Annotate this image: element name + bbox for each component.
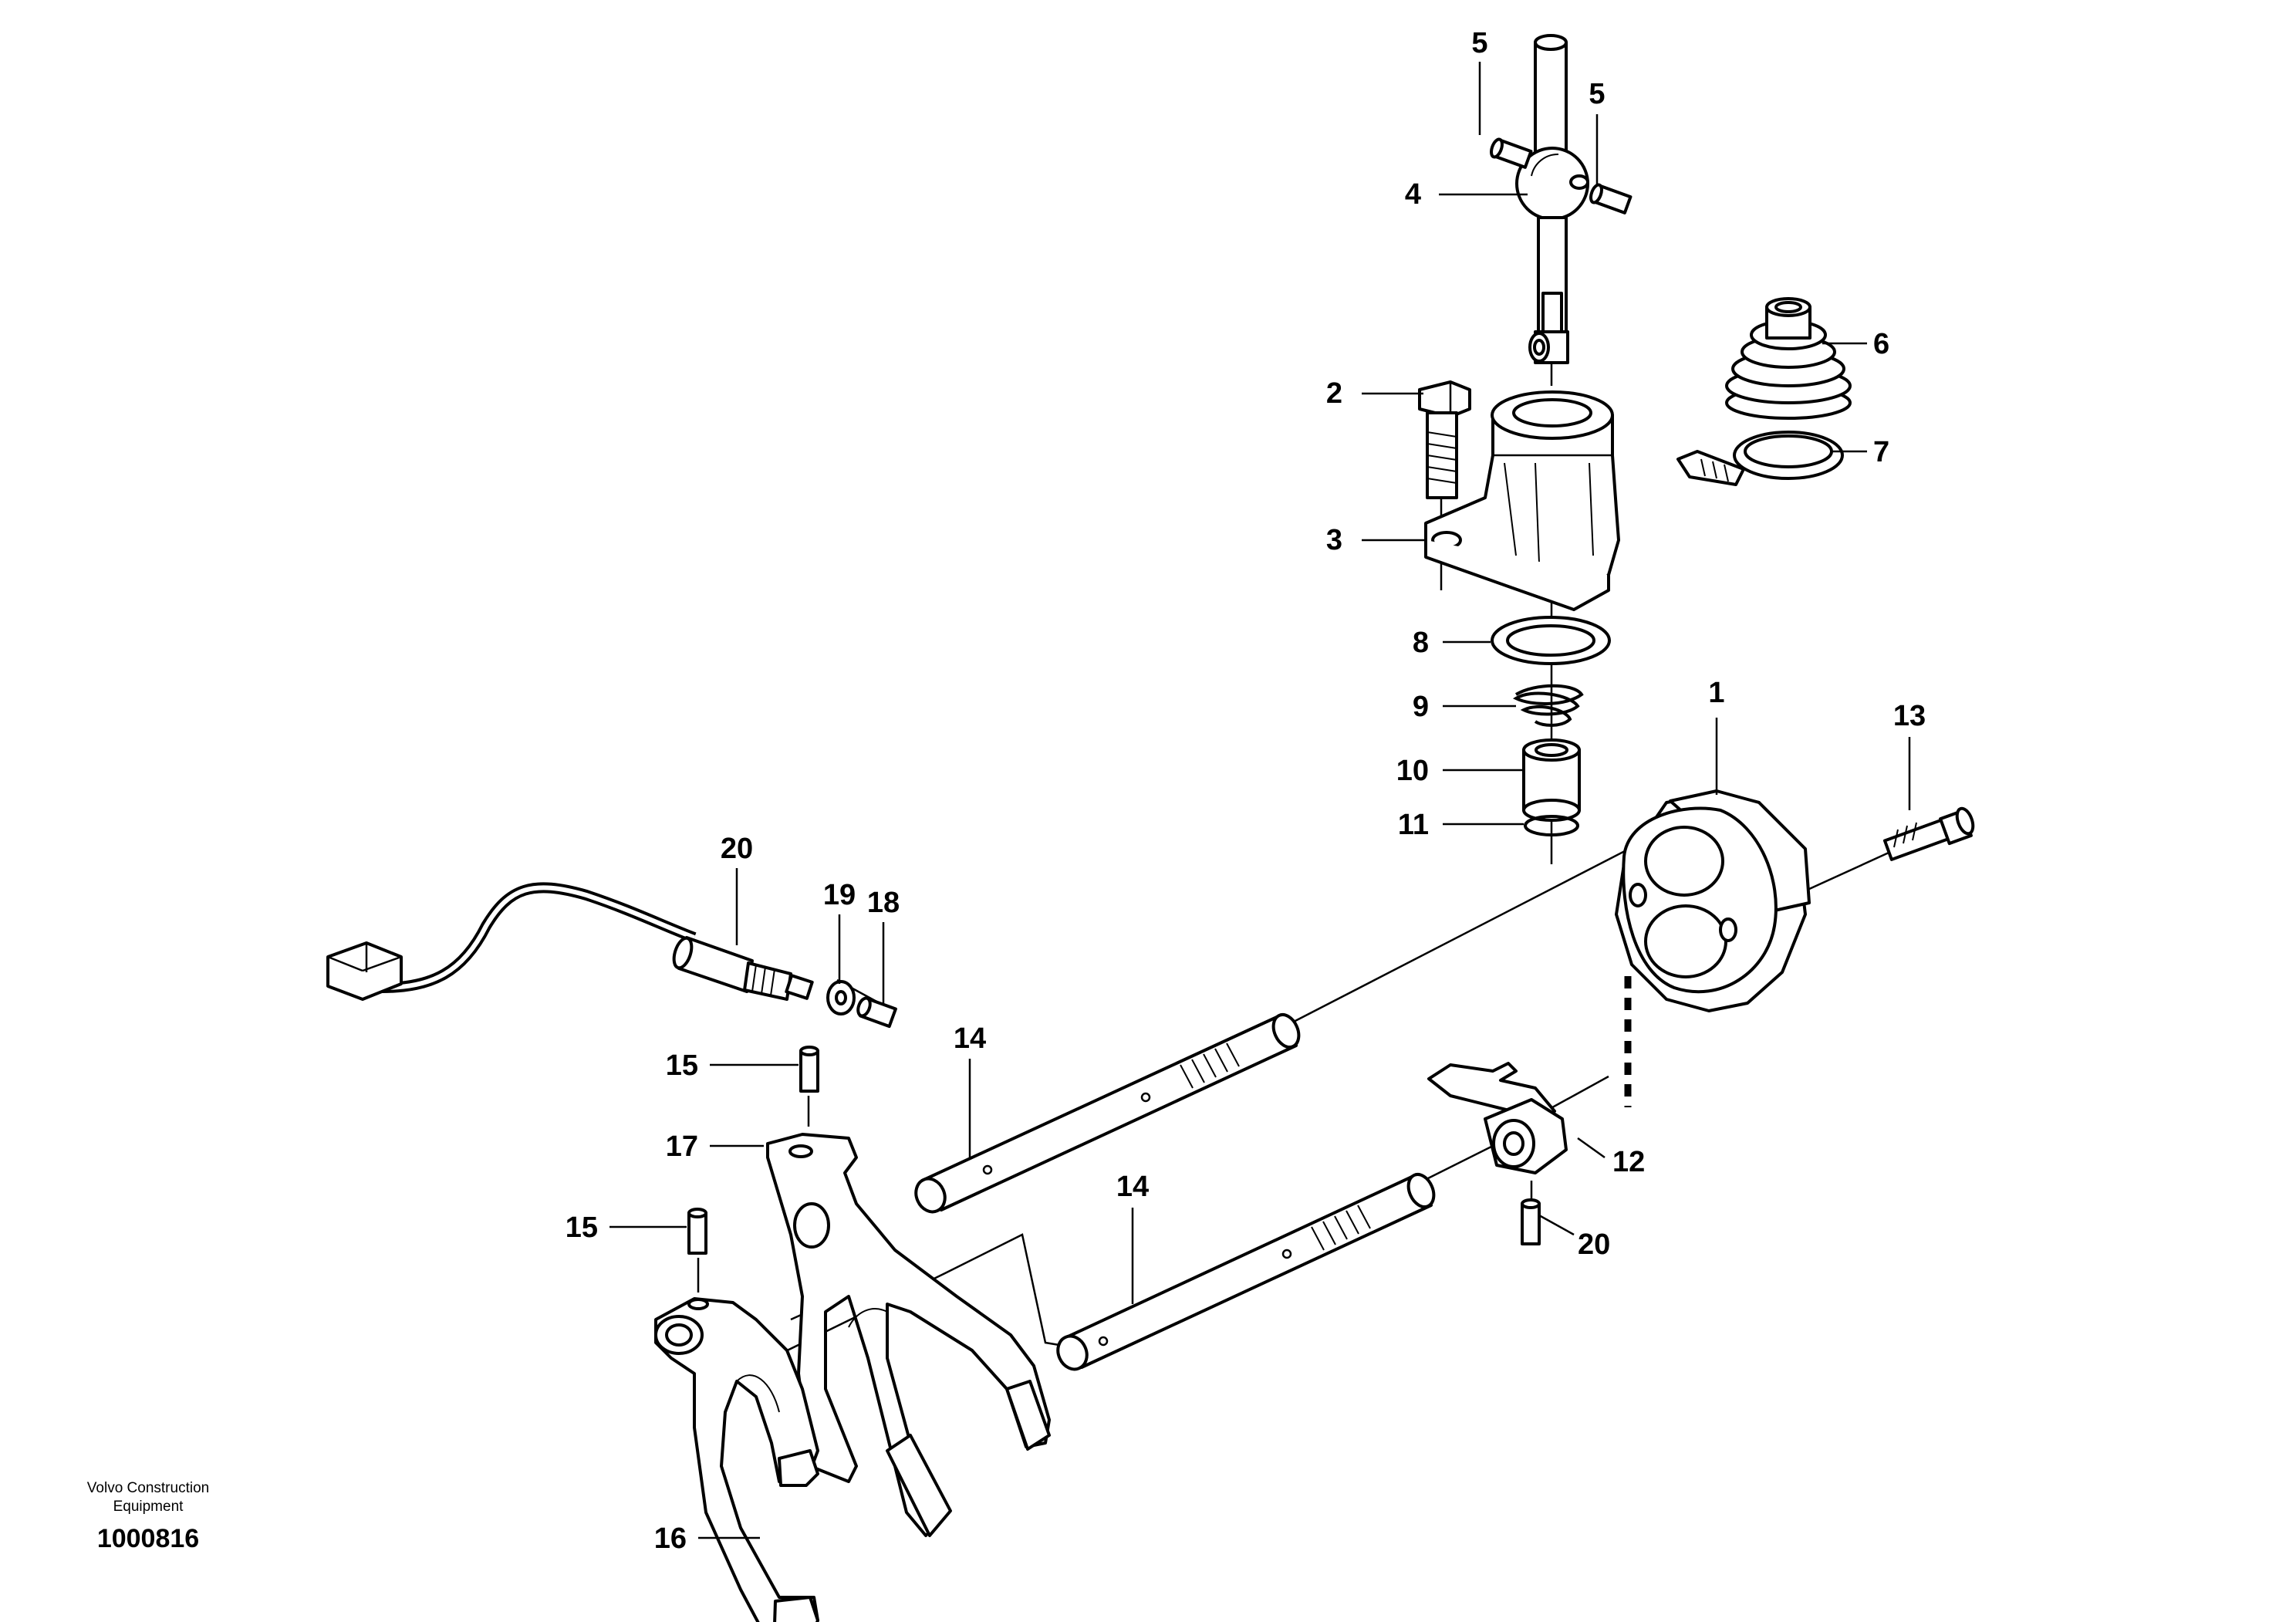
hose-clamp bbox=[1676, 431, 1844, 486]
callout-14-lower: 14 bbox=[1116, 1171, 1149, 1203]
drawing-number: 1000816 bbox=[97, 1524, 199, 1553]
selector-arm bbox=[1427, 1062, 1568, 1174]
callout-7: 7 bbox=[1873, 436, 1889, 468]
callout-leaders bbox=[609, 62, 1911, 1539]
footer-block: Volvo Construction Equipment 1000816 bbox=[87, 1480, 209, 1553]
roll-pin-lower bbox=[1521, 1198, 1541, 1245]
circlip bbox=[1524, 815, 1579, 836]
spring bbox=[1512, 684, 1584, 727]
callout-8: 8 bbox=[1413, 627, 1429, 659]
lever-housing bbox=[1424, 390, 1620, 611]
o-ring bbox=[1491, 616, 1611, 665]
callout-12: 12 bbox=[1612, 1146, 1645, 1178]
callout-18: 18 bbox=[867, 887, 900, 919]
callout-11: 11 bbox=[1398, 809, 1429, 841]
pin-right bbox=[1589, 183, 1633, 215]
callout-9: 9 bbox=[1413, 691, 1429, 723]
shift-rail-lower bbox=[1056, 1172, 1436, 1371]
company-name-line1: Volvo Construction bbox=[87, 1480, 209, 1496]
callout-1: 1 bbox=[1708, 677, 1724, 709]
callout-4: 4 bbox=[1405, 178, 1421, 211]
cap-screw bbox=[1882, 806, 1975, 861]
plug bbox=[856, 996, 897, 1029]
company-name-line2: Equipment bbox=[113, 1499, 184, 1515]
shift-cover bbox=[1615, 789, 1811, 1012]
shift-rail-upper bbox=[914, 1012, 1301, 1214]
shift-fork-upper bbox=[766, 1133, 1051, 1537]
callout-10: 10 bbox=[1396, 755, 1429, 787]
shift-fork-lower bbox=[654, 1297, 819, 1622]
callout-16: 16 bbox=[654, 1522, 687, 1555]
callout-6: 6 bbox=[1873, 328, 1889, 360]
callout-17: 17 bbox=[666, 1130, 698, 1163]
callout-2: 2 bbox=[1326, 377, 1342, 410]
roll-pin-middle bbox=[687, 1208, 707, 1255]
callout-5-left: 5 bbox=[1471, 27, 1487, 59]
callout-15-upper: 15 bbox=[666, 1049, 698, 1082]
position-sensor bbox=[326, 882, 814, 1001]
rubber-boot bbox=[1725, 297, 1852, 420]
callout-20-pin: 20 bbox=[1578, 1228, 1610, 1261]
hex-bolt bbox=[1418, 380, 1471, 499]
roll-pin-upper bbox=[799, 1046, 819, 1093]
callout-20-sensor: 20 bbox=[721, 833, 753, 865]
sleeve bbox=[1522, 738, 1581, 822]
callout-5-right: 5 bbox=[1589, 78, 1605, 110]
callout-19: 19 bbox=[823, 879, 856, 911]
callout-3: 3 bbox=[1326, 524, 1342, 556]
callout-15-lower: 15 bbox=[566, 1211, 598, 1244]
callout-labels: 1 2 3 4 5 5 6 7 8 9 10 11 12 13 14 14 15… bbox=[566, 27, 1926, 1555]
gear-lever-rod bbox=[1515, 34, 1589, 364]
pin-left bbox=[1490, 137, 1533, 169]
washer bbox=[826, 980, 856, 1015]
callout-14-upper: 14 bbox=[954, 1022, 986, 1055]
callout-13: 13 bbox=[1893, 700, 1926, 732]
